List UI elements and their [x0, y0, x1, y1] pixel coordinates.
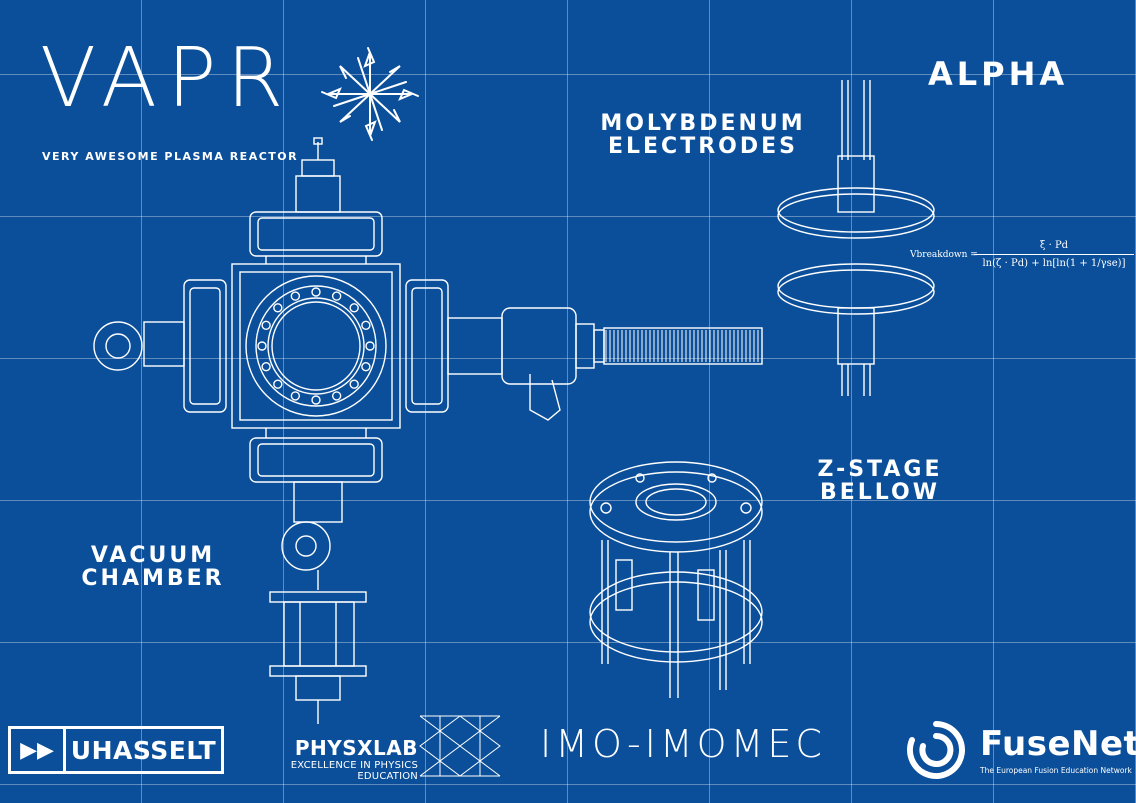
vacuum-chamber-drawing	[93, 137, 763, 724]
fast-forward-icon: ▶▶	[11, 729, 66, 771]
z-stage-bellow-drawing	[589, 461, 763, 698]
imo-imomec-logo: IMO-IMOMEC	[540, 722, 826, 766]
molybdenum-electrodes-drawing	[777, 80, 935, 396]
fusenet-logo: FuseNet The European Fusion Education Ne…	[904, 720, 1136, 780]
fusenet-name: FuseNet	[980, 724, 1136, 764]
poster-title: VAPR	[40, 31, 294, 126]
physxlab-name: PHYSXLAB	[294, 736, 418, 760]
alpha-label: ALPHA	[928, 55, 1069, 93]
formula-lhs: Vbreakdown =	[910, 250, 978, 260]
formula-numerator: ξ · Pd	[1039, 240, 1069, 251]
formula-denominator: ln(ζ · Pd) + ln[ln(1 + 1/γse)]	[982, 258, 1126, 269]
physxlab-tagline: EXCELLENCE IN PHYSICS EDUCATION	[290, 760, 418, 782]
fusenet-swirl-icon	[907, 721, 965, 779]
fusenet-tagline: The European Fusion Education Network	[980, 766, 1132, 775]
physxlab-lattice-icon	[419, 715, 501, 777]
molybdenum-electrodes-label: MOLYBDENUM ELECTRODES	[600, 111, 806, 160]
vacuum-chamber-label: VACUUM CHAMBER	[81, 543, 225, 592]
formula-fraction: ξ · Pd ln(ζ · Pd) + ln[ln(1 + 1/γse)]	[974, 240, 1134, 269]
uhasselt-logo: ▶▶ UHASSELT	[8, 726, 224, 774]
physxlab-logo: PHYSXLAB EXCELLENCE IN PHYSICS EDUCATION	[256, 736, 418, 782]
uhasselt-name: UHASSELT	[70, 735, 217, 765]
plasma-burst-icon	[321, 47, 419, 141]
z-stage-bellow-label: Z-STAGE BELLOW	[817, 457, 943, 506]
poster-subtitle: VERY AWESOME PLASMA REACTOR	[42, 150, 299, 163]
